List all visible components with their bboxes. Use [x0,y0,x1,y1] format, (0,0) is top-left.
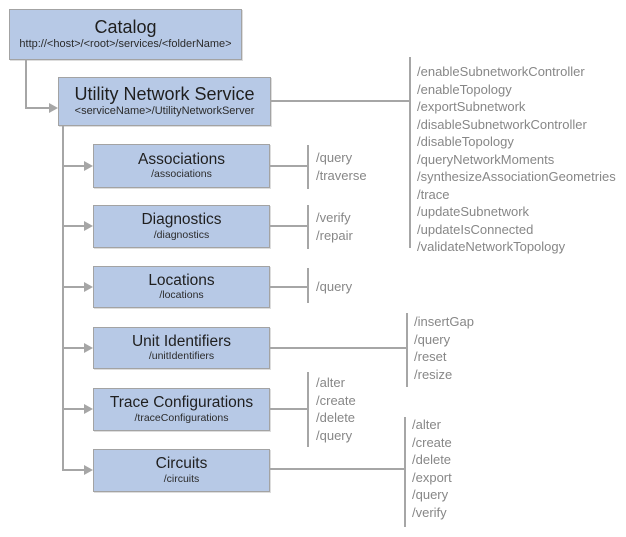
node-trace-configurations-title: Trace Configurations [109,394,254,412]
connector-unit-identifiers-ops-vertical [406,313,408,387]
arrowhead-trace-configurations [84,403,93,414]
operation-label: /export [412,469,452,485]
operation-label: /create [412,434,452,450]
operation-label: /query [412,487,449,502]
arrowhead-circuits [84,464,93,475]
operation-label: /alter [412,417,441,432]
node-circuits-subtitle: /circuits [163,472,200,485]
unit-identifiers-operations-list: /insertGap /query /reset /resize [414,313,474,383]
arrowhead-locations [84,281,93,292]
operation-label: /enableSubnetworkController [417,64,585,79]
node-locations-subtitle: /locations [159,289,204,302]
operation-label: /insertGap [414,314,474,329]
connector-service-ops-horizontal [270,100,410,102]
operation-label: /validateNetworkTopology [417,239,566,254]
operation-label: /disableSubnetworkController [417,116,587,132]
connector-catalog-vertical [25,59,27,109]
arrowhead-unit-identifiers [84,342,93,353]
operation-label: /disableTopology [417,134,514,149]
connector-associations-ops-horizontal [269,165,309,167]
connector-trace-configurations-ops-horizontal [269,408,309,410]
operation-label: /reset [414,349,447,364]
connector-associations-ops-vertical [307,145,309,189]
connector-trace-configurations-ops-vertical [307,372,309,447]
node-diagnostics-subtitle: /diagnostics [153,228,210,241]
associations-operations-list: /query /traverse [316,149,367,184]
connector-branch-trace-configurations [62,408,85,410]
operation-label: /resize [414,366,453,382]
connector-branch-locations [62,286,85,288]
node-diagnostics-title: Diagnostics [141,211,222,229]
operation-label: /create [316,392,356,408]
operation-label: /updateIsConnected [417,221,534,237]
node-utility-network-service: Utility Network Service <serviceName>/Ut… [58,77,271,126]
node-locations-title: Locations [148,271,215,289]
connector-circuits-ops-vertical [404,417,406,527]
arrowhead-service [49,102,58,113]
node-associations-subtitle: /associations [151,168,212,181]
node-locations: Locations /locations [93,266,270,308]
connector-branch-circuits [62,469,85,471]
connector-circuits-ops-horizontal [269,468,406,470]
connector-unit-identifiers-ops-horizontal [269,347,407,349]
operation-label: /query [414,331,451,347]
operation-label: /query [316,279,353,294]
connector-branch-diagnostics [62,225,85,227]
operation-label: /alter [316,375,345,390]
operation-label: /verify [316,210,351,225]
connector-diagnostics-ops-vertical [307,205,309,249]
operation-label: /exportSubnetwork [417,99,526,114]
connector-catalog-horizontal [25,107,50,109]
operation-label: /enableTopology [417,81,512,97]
service-operations-list: /enableSubnetworkController /enableTopol… [417,63,616,256]
operation-label: /updateSubnetwork [417,204,530,219]
node-unit-identifiers-title: Unit Identifiers [131,332,232,350]
connector-branch-unit-identifiers [62,347,85,349]
trace-configurations-operations-list: /alter /create /delete /query [316,374,356,444]
node-associations: Associations /associations [93,144,270,188]
node-catalog-title: Catalog [94,17,157,38]
operation-label: /delete [412,452,452,467]
connector-trunk-vertical [62,126,64,471]
locations-operations-list: /query [316,278,352,296]
operation-label: /traverse [316,167,367,183]
connector-branch-associations [62,165,85,167]
node-circuits-title: Circuits [155,455,208,473]
operation-label: /synthesizeAssociationGeometries [417,169,616,184]
node-unit-identifiers: Unit Identifiers /unitIdentifiers [93,327,270,369]
node-unit-identifiers-subtitle: /unitIdentifiers [148,350,215,363]
node-catalog-subtitle: http://<host>/<root>/services/<folderNam… [19,37,232,50]
node-trace-configurations-subtitle: /traceConfigurations [134,411,229,424]
operation-label: /delete [316,410,356,425]
diagnostics-operations-list: /verify /repair [316,209,353,244]
operation-label: /trace [417,186,450,202]
connector-service-ops-vertical [409,57,411,248]
operation-label: /queryNetworkMoments [417,151,555,167]
connector-diagnostics-ops-horizontal [269,225,309,227]
operation-label: /query [316,150,353,165]
connector-locations-ops-vertical [307,268,309,303]
node-catalog: Catalog http://<host>/<root>/services/<f… [9,9,242,60]
operation-label: /repair [316,227,353,243]
node-service-subtitle: <serviceName>/UtilityNetworkServer [74,104,255,117]
connector-locations-ops-horizontal [269,286,309,288]
operation-label: /verify [412,504,447,520]
arrowhead-diagnostics [84,220,93,231]
operation-label: /query [316,427,353,443]
node-trace-configurations: Trace Configurations /traceConfiguration… [93,388,270,431]
node-circuits: Circuits /circuits [93,449,270,492]
arrowhead-associations [84,160,93,171]
circuits-operations-list: /alter /create /delete /export /query /v… [412,416,452,521]
node-associations-title: Associations [137,150,225,168]
node-diagnostics: Diagnostics /diagnostics [93,205,270,248]
node-service-title: Utility Network Service [74,84,255,105]
